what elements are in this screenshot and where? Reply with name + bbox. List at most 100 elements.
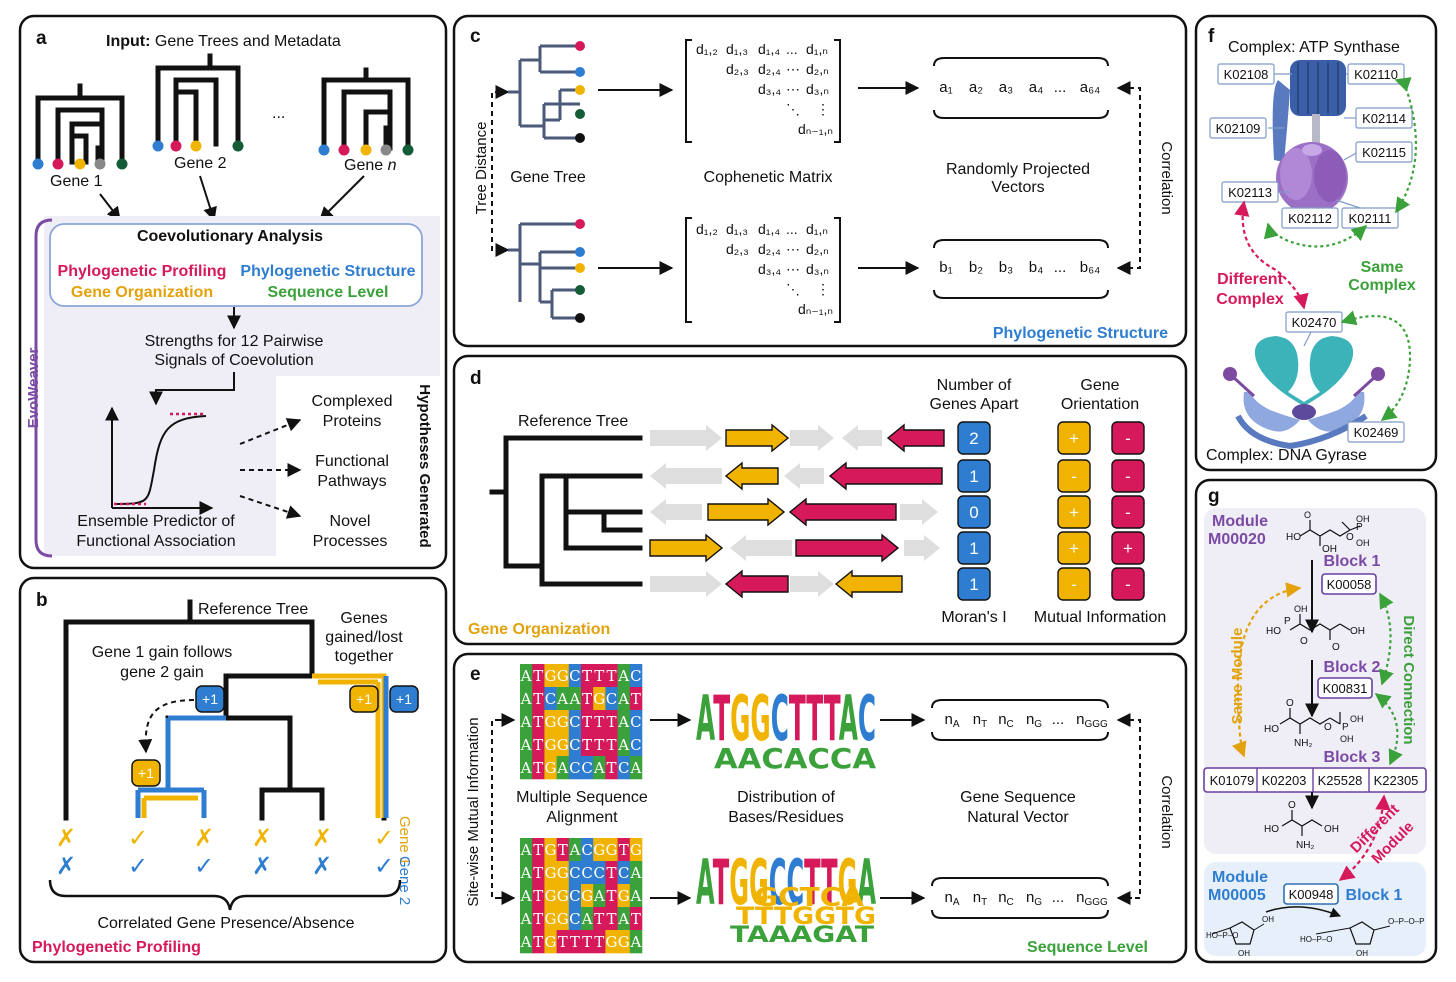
msa-cell: [544, 884, 557, 908]
evoweaver-label: EvoWeaver: [25, 348, 42, 429]
msa-cell: [544, 687, 557, 711]
e-dist-1: Distribution of: [737, 789, 835, 806]
msa-cell: [520, 756, 533, 780]
natvec-element: nA: [944, 889, 959, 908]
msa-base: G: [545, 910, 557, 928]
gene-arrow: [828, 461, 943, 491]
msa-cell: [520, 710, 533, 734]
msa-base: A: [568, 690, 580, 708]
vector-element: ...: [1054, 259, 1067, 276]
f-gyrase-arrow: [1340, 310, 1412, 421]
orientation-value: +: [1069, 429, 1079, 448]
g-block1: Block 1: [1324, 553, 1381, 570]
matrix-cell: d₁,₂: [696, 221, 718, 237]
svg-text:HO–P–O: HO–P–O: [1300, 935, 1332, 944]
b-reference-tree: Reference Tree: [198, 601, 308, 618]
msa-base: C: [581, 864, 592, 882]
msa-base: C: [606, 690, 617, 708]
gene-1-label: Gene 1: [50, 173, 103, 190]
msa-cell: [544, 907, 557, 931]
msa-cell: [556, 756, 570, 780]
gene-ellipsis: ...: [272, 105, 285, 122]
msa-base: A: [617, 736, 629, 754]
evoweaver-bracket: [34, 218, 53, 558]
b-follows-1: Gene 1 gain follows: [92, 644, 233, 661]
gene-arrow: [650, 499, 702, 525]
svg-text:HO: HO: [1264, 724, 1279, 735]
ensemble-line-2: Functional Association: [76, 533, 235, 550]
svg-text:TAAAGAT: TAAAGAT: [730, 923, 874, 948]
natvec-element: nT: [973, 889, 987, 908]
gene-arrow: [784, 463, 824, 489]
svg-text:+1: +1: [138, 765, 154, 781]
gene-arrow: [724, 569, 789, 599]
b-gained-1: Genes: [340, 610, 387, 627]
d-title: Gene Organization: [468, 621, 610, 638]
matrix-cell: d₁,ₙ: [806, 221, 828, 237]
ko-label: K02115: [1362, 145, 1406, 160]
msa-cell: [581, 907, 594, 931]
msa-base: A: [520, 736, 532, 754]
c-vector-b-bracket: [933, 239, 1109, 299]
msa-base: C: [581, 841, 592, 859]
msa-cell: [605, 756, 618, 780]
g-direct: Direct Connection: [1400, 615, 1417, 744]
panel-f: f Complex: ATP Synthase: [1194, 14, 1438, 472]
msa-cell: [629, 710, 643, 734]
gene-n-label: Gene n: [344, 157, 397, 174]
input-title: Input: Gene Trees and Metadata: [106, 33, 341, 50]
vector-element: a₃: [999, 79, 1013, 96]
msa-cell: [617, 861, 631, 885]
g-k2: K00831: [1323, 681, 1368, 696]
msa-cell: [532, 710, 545, 734]
d-genes-apart-2: Genes Apart: [930, 396, 1020, 413]
svg-text:P: P: [1356, 522, 1363, 533]
panel-g-letter: g: [1208, 486, 1220, 507]
msa-cell: [532, 664, 545, 688]
msa-cell: [520, 884, 533, 908]
msa-cell: [520, 687, 533, 711]
panel-a: a Input: Gene Trees and Metadata Gene 1 …: [18, 14, 448, 570]
gene-2-label: Gene 2: [174, 155, 227, 172]
msa-base: C: [545, 690, 556, 708]
msa-base: T: [570, 933, 580, 951]
msa-base: G: [557, 736, 569, 754]
ko-label: K02114: [1362, 111, 1406, 126]
genes-apart-value: 1: [969, 467, 978, 486]
g-block1b: Block 1: [1346, 887, 1403, 904]
svg-text:O: O: [1304, 510, 1311, 520]
natvec-element: ...: [1052, 711, 1065, 728]
gene-arrow: [650, 425, 722, 451]
msa-base: A: [556, 759, 568, 777]
msa-cell: [629, 733, 643, 757]
f-atp-title: Complex: ATP Synthase: [1228, 39, 1400, 56]
svg-text:GCTCA: GCTCA: [754, 883, 864, 913]
matrix-cell: d₁,₃: [726, 221, 748, 237]
msa-base: A: [617, 713, 629, 731]
e-title: Sequence Level: [1027, 939, 1148, 956]
msa-cell: [593, 861, 606, 885]
msa-base: G: [557, 667, 569, 685]
msa-base: T: [594, 667, 604, 685]
c-correlation: Correlation: [1158, 141, 1175, 214]
vector-element: ...: [1054, 79, 1067, 96]
vector-element: b₆₄: [1080, 259, 1101, 276]
msa-base: A: [629, 759, 641, 777]
svg-text:NH₂: NH₂: [1294, 738, 1312, 749]
msa-base: C: [569, 736, 580, 754]
b-gained-3: together: [335, 648, 394, 665]
ko-label: K02113: [1228, 185, 1272, 200]
msa-base: G: [545, 933, 557, 951]
g-block2: Block 2: [1324, 659, 1381, 676]
svg-text:O: O: [1300, 636, 1308, 647]
matrix-cell: ⋮: [816, 281, 830, 297]
msa-cell: [581, 687, 594, 711]
msa-cell: [605, 687, 618, 711]
msa-base: C: [618, 759, 629, 777]
msa-base: C: [594, 864, 605, 882]
